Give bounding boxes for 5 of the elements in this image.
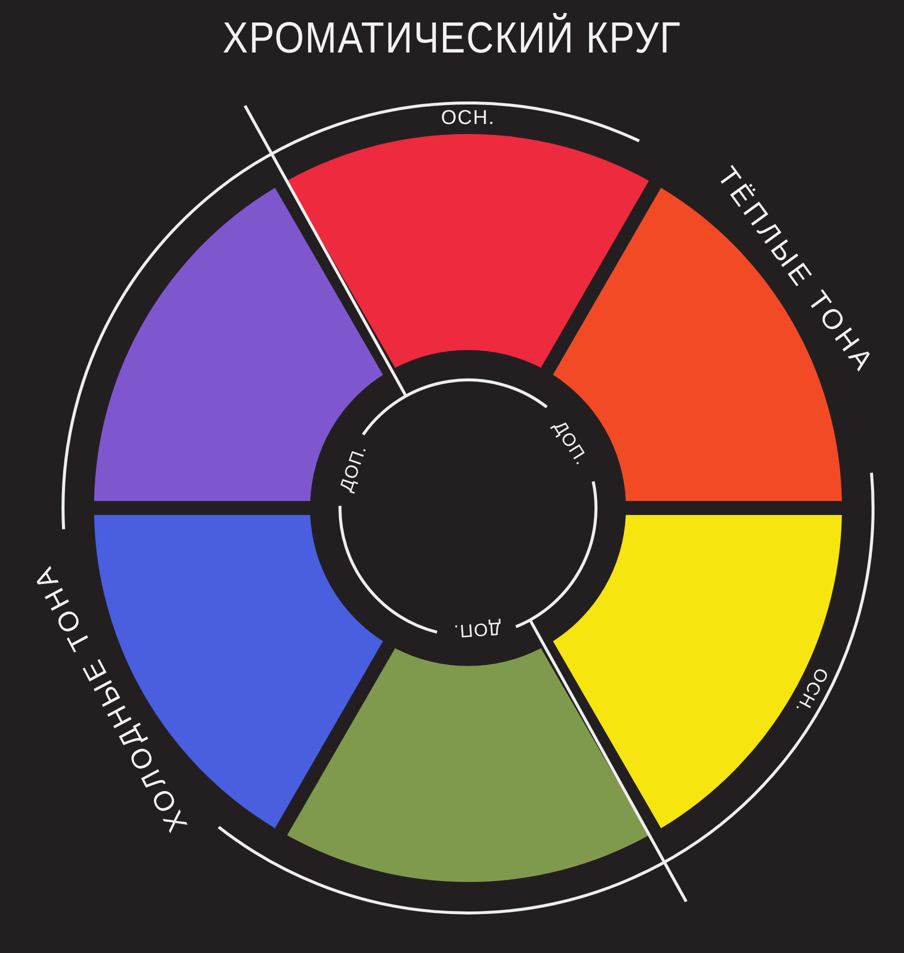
arc-label: ДОП. xyxy=(336,442,369,494)
arc-label: ОСН. xyxy=(441,108,495,128)
title: ХРОМАТИЧЕСКИЙ КРУГ xyxy=(222,14,682,64)
arc-label: ОСН. xyxy=(792,665,832,717)
arc-label: ДОП. xyxy=(452,619,502,640)
